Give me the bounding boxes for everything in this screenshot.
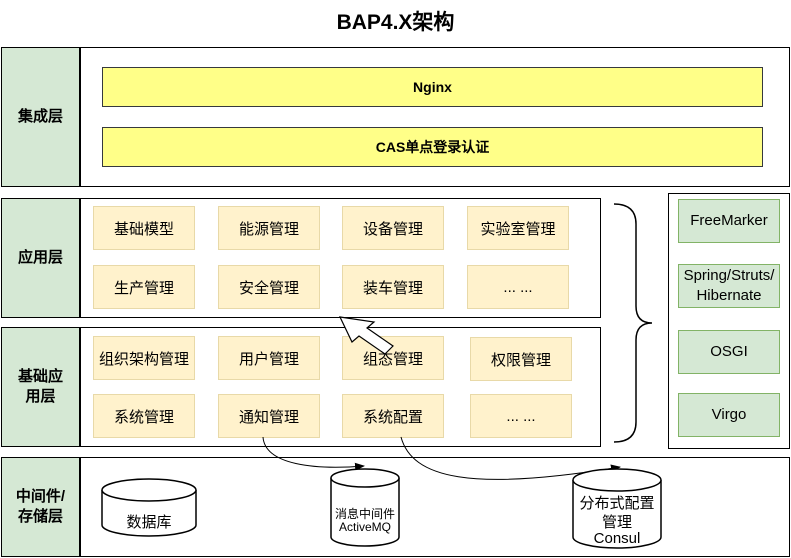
base-module-system-config: 系统配置 (342, 394, 444, 438)
app-module-production: 生产管理 (93, 265, 195, 309)
mq-label-line2: ActiveMQ (338, 520, 391, 534)
mq-cylinder (330, 468, 400, 547)
base-module-system: 系统管理 (93, 394, 195, 438)
consul-label-line3: Consul (593, 530, 641, 547)
layer-label-middleware: 中间件/ 存储层 (1, 457, 80, 557)
app-module-basic-model: 基础模型 (93, 206, 195, 250)
framework-osgi: OSGI (678, 330, 780, 374)
database-label: 数据库 (126, 514, 172, 531)
base-module-config-ui: 组态管理 (342, 336, 444, 380)
middleware-panel (80, 457, 790, 557)
app-module-equipment: 设备管理 (342, 206, 444, 250)
framework-spring: Spring/Struts/ Hibernate (678, 264, 780, 308)
app-module-energy: 能源管理 (218, 206, 320, 250)
diagram-title: BAP4.X架构 (336, 11, 455, 34)
app-module-laboratory: 实验室管理 (467, 206, 569, 250)
base-module-org: 组织架构管理 (93, 336, 195, 380)
base-module-permission: 权限管理 (470, 337, 572, 381)
arrow-notify-to-mq (262, 436, 365, 471)
consul-cylinder (572, 468, 662, 549)
nginx-bar: Nginx (102, 67, 763, 107)
layer-label-integration: 集成层 (1, 47, 80, 187)
upward-hollow-arrow (338, 316, 394, 355)
framework-freemarker: FreeMarker (678, 199, 780, 243)
framework-virgo: Virgo (678, 393, 780, 437)
base-module-notification: 通知管理 (218, 394, 320, 438)
consul-label-line1: 分布式配置 (579, 495, 655, 512)
app-module-safety: 安全管理 (218, 265, 320, 309)
base-module-user: 用户管理 (218, 336, 320, 380)
cas-sso-bar: CAS单点登录认证 (102, 127, 763, 167)
consul-label-line2: 管理 (601, 514, 632, 531)
arrow-config-to-consul (400, 436, 621, 480)
layer-label-application: 应用层 (1, 198, 80, 318)
app-module-loading: 装车管理 (342, 265, 444, 309)
base-module-more: ... ... (470, 394, 572, 438)
database-cylinder (101, 478, 197, 537)
layer-label-base-application: 基础应 用层 (1, 327, 80, 447)
mq-label-line1: 消息中间件 (334, 507, 395, 521)
app-module-more: ... ... (467, 265, 569, 309)
curly-brace (613, 203, 653, 443)
